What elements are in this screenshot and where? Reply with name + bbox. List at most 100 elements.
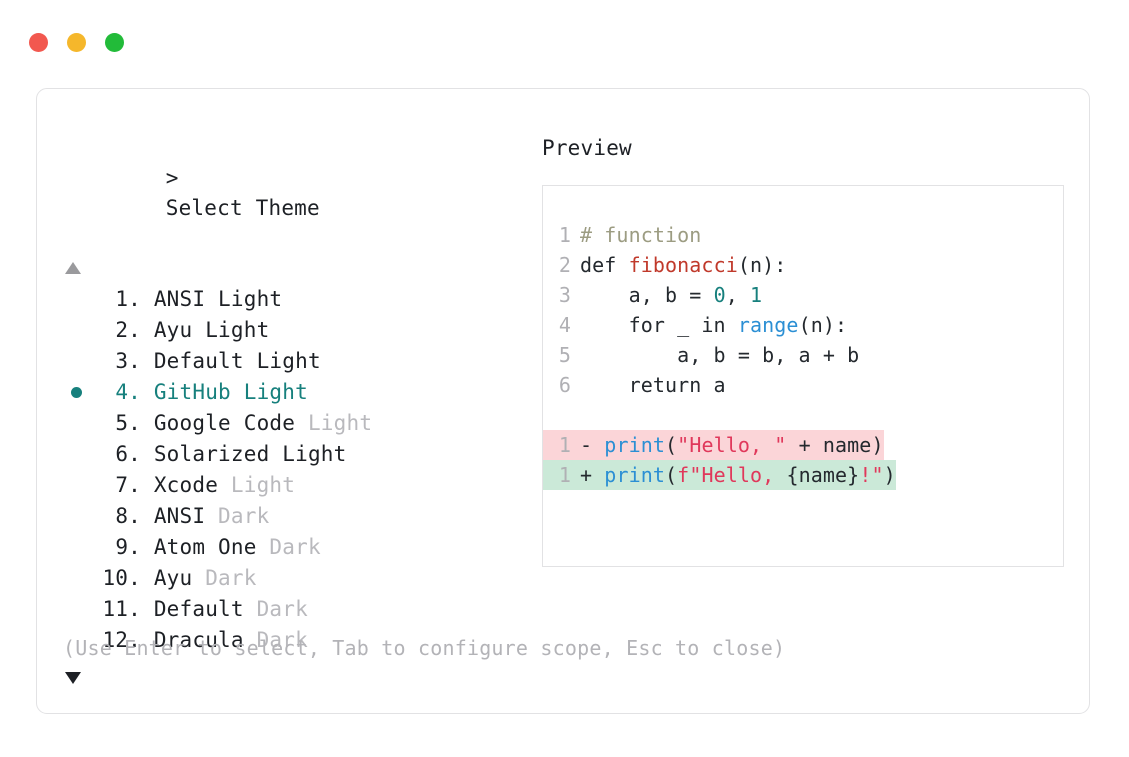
selection-bullet-slot bbox=[63, 387, 99, 398]
theme-item-name: Atom One bbox=[141, 535, 257, 559]
code-token: def bbox=[580, 253, 629, 277]
theme-item-index: 4. bbox=[115, 380, 141, 404]
diff-sign: + bbox=[580, 463, 605, 487]
theme-list-item[interactable]: 7. Xcode Light bbox=[63, 470, 523, 501]
code-token: print bbox=[604, 463, 666, 487]
preview-label: Preview bbox=[542, 136, 632, 160]
selection-bullet-icon bbox=[71, 387, 82, 398]
triangle-down-icon[interactable] bbox=[65, 672, 81, 684]
theme-list-item[interactable]: 4. GitHub Light bbox=[63, 377, 523, 408]
theme-list-item[interactable]: 6. Solarized Light bbox=[63, 439, 523, 470]
line-number: 1 bbox=[558, 223, 571, 247]
theme-list-item[interactable]: 3. Default Light bbox=[63, 346, 523, 377]
theme-item-index: 6. bbox=[115, 442, 141, 466]
theme-item-index: 1. bbox=[115, 287, 141, 311]
theme-item-variant: Dark bbox=[243, 628, 308, 652]
diff-sign: - bbox=[580, 433, 605, 457]
code-token: {name} bbox=[786, 463, 860, 487]
code-token: print bbox=[604, 433, 666, 457]
theme-list-item[interactable]: 10. Ayu Dark bbox=[63, 563, 523, 594]
triangle-up-icon[interactable] bbox=[65, 262, 81, 274]
code-line: 2 def fibonacci(n): bbox=[543, 250, 1063, 280]
theme-item-index: 7. bbox=[115, 473, 141, 497]
theme-list-item[interactable]: 2. Ayu Light bbox=[63, 315, 523, 346]
theme-item-name: Ayu bbox=[141, 318, 193, 342]
code-token: a, b = b, a + b bbox=[580, 343, 860, 367]
theme-item-variant: Dark bbox=[205, 504, 270, 528]
theme-item-variant: Light bbox=[295, 411, 373, 435]
theme-item-index: 10. bbox=[102, 566, 141, 590]
line-number: 5 bbox=[558, 343, 571, 367]
line-number: 1 bbox=[558, 433, 571, 457]
line-number: 3 bbox=[558, 283, 571, 307]
diff-line-content: print("Hello, " + name) bbox=[604, 430, 883, 460]
theme-list-item[interactable]: 1. ANSI Light bbox=[63, 284, 523, 315]
theme-item-name: Solarized bbox=[141, 442, 270, 466]
code-line-content: a, b = 0, 1 bbox=[580, 280, 763, 310]
code-token: ( bbox=[665, 463, 678, 487]
code-token: ) bbox=[883, 463, 896, 487]
theme-list-item[interactable]: 8. ANSI Dark bbox=[63, 501, 523, 532]
keyboard-hint: (Use Enter to select, Tab to configure s… bbox=[63, 636, 786, 660]
theme-item-name: Xcode bbox=[141, 473, 219, 497]
code-token: , bbox=[725, 283, 751, 307]
code-line-content: a, b = b, a + b bbox=[580, 340, 859, 370]
code-line-content: return a bbox=[580, 370, 726, 400]
theme-item-index: 12. bbox=[102, 628, 141, 652]
theme-item-index: 5. bbox=[115, 411, 141, 435]
page-title: Select Theme bbox=[165, 196, 320, 220]
line-number: 2 bbox=[558, 253, 571, 277]
maximize-button[interactable] bbox=[105, 33, 124, 52]
minimize-button[interactable] bbox=[67, 33, 86, 52]
prompt-symbol: > bbox=[165, 166, 179, 190]
prompt-header: > Select Theme bbox=[63, 133, 523, 253]
theme-item-variant: Dark bbox=[256, 535, 321, 559]
theme-list-item[interactable]: 9. Atom One Dark bbox=[63, 532, 523, 563]
theme-item-index: 3. bbox=[115, 349, 141, 373]
theme-list-item[interactable]: 5. Google Code Light bbox=[63, 408, 523, 439]
theme-item-name: Default bbox=[141, 349, 244, 373]
code-token: (n): bbox=[798, 313, 848, 337]
code-line-content: for _ in range(n): bbox=[580, 310, 847, 340]
code-line-content: # function bbox=[580, 220, 701, 250]
code-token: + name) bbox=[786, 433, 884, 457]
code-token: f"Hello, bbox=[677, 463, 787, 487]
code-token: for _ in bbox=[580, 313, 738, 337]
theme-item-variant: Dark bbox=[243, 597, 308, 621]
code-token: a, b = bbox=[580, 283, 714, 307]
theme-item-index: 2. bbox=[115, 318, 141, 342]
theme-list-item[interactable]: 11. Default Dark bbox=[63, 594, 523, 625]
theme-item-variant: Light bbox=[243, 349, 321, 373]
code-token: !" bbox=[859, 463, 884, 487]
code-token: fibonacci bbox=[628, 253, 738, 277]
theme-item-variant: Dark bbox=[192, 566, 257, 590]
theme-item-name: Ayu bbox=[141, 566, 193, 590]
code-token: (n): bbox=[737, 253, 787, 277]
line-number: 6 bbox=[558, 373, 571, 397]
theme-item-index: 9. bbox=[115, 535, 141, 559]
code-line: 3 a, b = 0, 1 bbox=[543, 280, 1063, 310]
close-button[interactable] bbox=[29, 33, 48, 52]
theme-item-variant: Light bbox=[269, 442, 347, 466]
theme-item-variant: Light bbox=[205, 287, 283, 311]
theme-item-index: 11. bbox=[102, 597, 141, 621]
diff-line-removed: 1- print("Hello, " + name) bbox=[543, 430, 884, 460]
theme-item-name: Google Code bbox=[141, 411, 296, 435]
theme-item-name: Dracula bbox=[141, 628, 244, 652]
line-number: 1 bbox=[558, 463, 571, 487]
diff-line-content: print(f"Hello, {name}!") bbox=[604, 460, 895, 490]
theme-list-item[interactable]: 12. Dracula Dark bbox=[63, 625, 523, 656]
theme-item-index: 8. bbox=[115, 504, 141, 528]
code-token: ( bbox=[665, 433, 678, 457]
code-line: 5 a, b = b, a + b bbox=[543, 340, 1063, 370]
theme-item-variant: Light bbox=[218, 473, 296, 497]
theme-item-name: ANSI bbox=[141, 287, 206, 311]
code-token: 0 bbox=[713, 283, 726, 307]
theme-item-name: Default bbox=[141, 597, 244, 621]
code-token: range bbox=[737, 313, 799, 337]
window-traffic-lights bbox=[29, 33, 124, 52]
code-token: 1 bbox=[750, 283, 763, 307]
